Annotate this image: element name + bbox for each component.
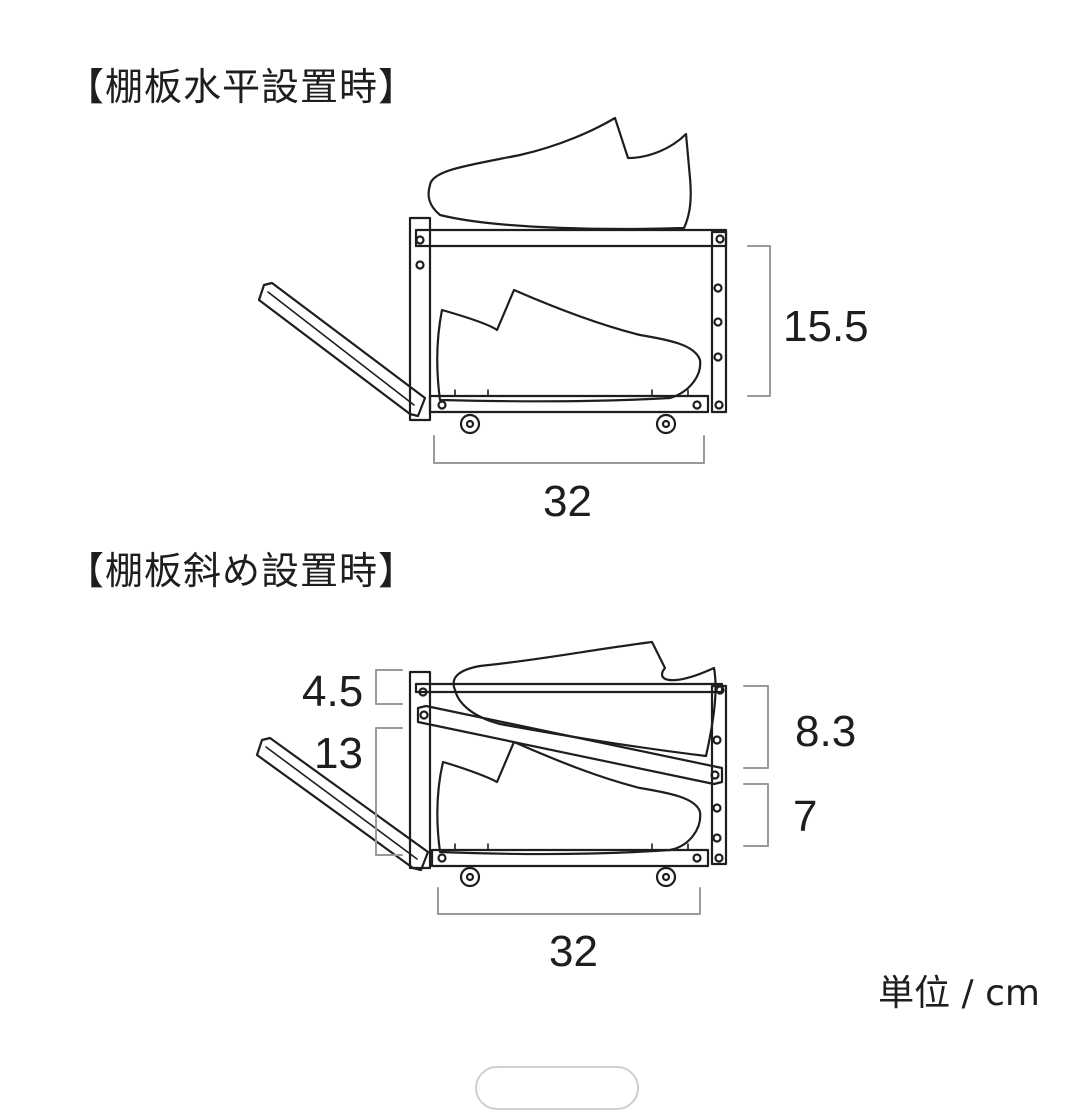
rack-frame-bottom-rail: [430, 848, 710, 868]
opened-door-panel: [255, 736, 430, 872]
upper-shoe-outline: [427, 116, 692, 231]
tilted-shelf-heading: 【棚板斜め設置時】: [66, 549, 418, 593]
lower-height-dimension-label: 7: [793, 792, 818, 841]
opened-door-panel: [257, 281, 427, 418]
height-dimension-label: 15.5: [783, 302, 869, 351]
rack-frame-left-post: [408, 216, 432, 422]
rack-frame-top-rail: [414, 682, 724, 694]
horizontal-shelf-diagram: [257, 116, 771, 464]
rack-frame-left-post: [408, 670, 432, 870]
rack-frame-bottom-rail: [428, 394, 710, 414]
frame-bolts: [418, 685, 725, 863]
lower-shoe-outline: [436, 740, 702, 856]
shelf-spikes: [454, 389, 689, 397]
frame-bolts: [415, 234, 725, 410]
top-gap-dimension-label: 4.5: [302, 667, 364, 716]
tilted-shelf-board: [416, 704, 724, 786]
tilted-shelf-diagram: [255, 640, 769, 915]
lower-shoe-outline: [436, 288, 702, 403]
caster-wheels: [459, 413, 677, 435]
dimension-lines: [375, 669, 769, 915]
caster-wheels: [459, 866, 677, 888]
upper-shoe-outline: [452, 640, 717, 758]
shoe-space-dimension-label: 13: [314, 729, 363, 778]
home-indicator[interactable]: [475, 1066, 639, 1110]
horizontal-shelf-heading: 【棚板水平設置時】: [66, 65, 418, 109]
shelf-spikes: [454, 843, 689, 851]
width-dimension-label: 32: [549, 927, 598, 976]
rack-frame-right-post: [710, 230, 728, 414]
upper-height-dimension-label: 8.3: [795, 707, 857, 756]
width-dimension-label: 32: [543, 477, 592, 526]
unit-note: 単位 / cm: [878, 973, 1040, 1014]
dimension-lines: [433, 245, 771, 464]
